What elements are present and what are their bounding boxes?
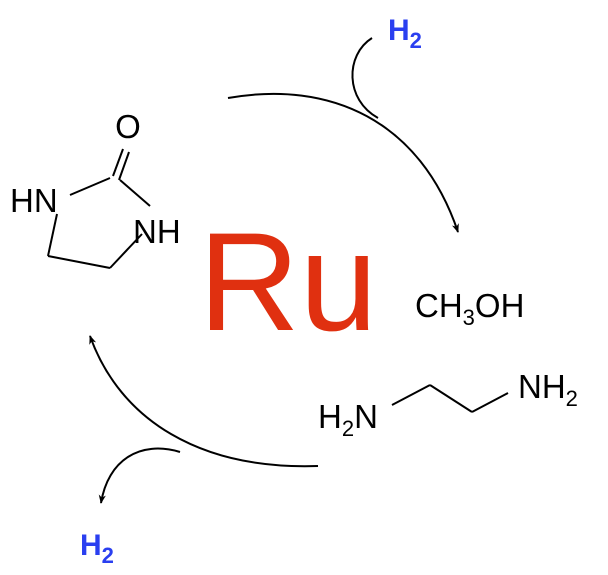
lower-cycle-arrow [89,335,319,468]
ethylenediamine-structure [391,384,509,413]
metal-label: Ru [199,203,378,360]
urea-nh-left-label: HN [10,182,58,219]
cyclic-urea-structure [47,148,151,269]
c-n-bond-left [69,177,111,196]
ch2-ch2-bond [47,255,111,269]
ch2-n-bond-right [109,233,143,269]
n-ch2-bond-left [47,213,58,257]
urea-oxygen-label: O [115,108,141,145]
ethylenediamine-right-amine-label: NH2 [518,368,578,411]
urea-nh-right-label: NH [133,213,181,250]
ethylenediamine-left-amine-label: H2N [318,398,378,441]
hydrogen-in-arrow [351,37,379,119]
hydrogen-out-arrow [98,447,181,504]
carbonyl-bond-2 [118,151,130,181]
upper-cycle-arrow [227,92,459,233]
hydrogen-in-label: H2 [388,14,422,53]
ch2-n-bond-en-right [471,392,509,413]
ch2-ch2-bond-en [429,384,473,413]
n-ch2-bond-en-left [391,384,431,406]
methanol-label: CH3OH [415,287,524,330]
c-n-bond-right [119,179,151,207]
hydrogen-out-label: H2 [80,529,114,568]
carbonyl-bond-1 [112,148,124,177]
